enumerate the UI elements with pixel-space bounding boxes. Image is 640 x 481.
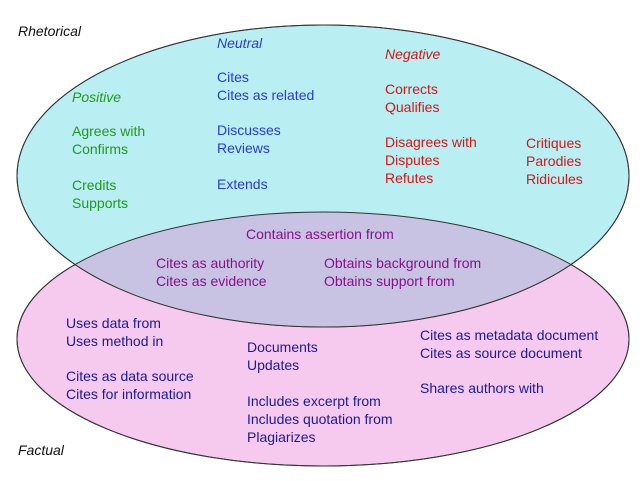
relation-label: Extends [217,176,268,192]
relation-label: Uses data from [66,315,161,331]
relation-label: Refutes [385,170,434,186]
relation-label: Confirms [72,141,129,157]
relation-label: Critiques [526,135,582,151]
relation-label: Uses method in [66,333,164,349]
overlap-left: Cites as authority Cites as evidence [156,254,267,290]
rhetorical-outline [16,24,630,328]
factual-right-1: Cites as metadata document Cites as sour… [420,326,598,362]
relation-label: Disagrees with [385,134,477,150]
relation-label: Qualifies [385,99,440,115]
relation-label: Cites as evidence [156,273,267,289]
relation-label: Reviews [217,140,270,156]
relation-label: Cites as source document [420,345,582,361]
relation-label: Shares authors with [420,380,544,396]
relation-label: Agrees with [72,123,146,139]
neutral-group-3: Extends [217,175,268,193]
relation-label: Disputes [385,152,440,168]
relation-label: Ridicules [526,171,583,187]
relation-label: Plagiarizes [247,429,316,445]
overlap-heading: Contains assertion from [246,226,394,242]
positive-group-2: Credits Supports [72,176,128,212]
negative-group-3: Critiques Parodies Ridicules [526,134,583,188]
relation-label: Cites as data source [66,368,194,384]
negative-group-1: Corrects Qualifies [385,80,439,116]
relation-label: Obtains background from [324,255,482,271]
neutral-heading: Neutral [217,35,263,51]
factual-middle-2: Includes excerpt from Includes quotation… [247,392,393,446]
relation-label: Credits [72,177,117,193]
positive-heading: Positive [72,89,122,105]
neutral-group-2: Discusses Reviews [217,121,281,157]
relation-label: Cites for information [66,386,192,402]
relation-label: Includes quotation from [247,411,393,427]
relation-label: Cites as authority [156,255,265,271]
factual-left-1: Uses data from Uses method in [66,314,163,350]
factual-middle-1: Documents Updates [247,338,318,374]
relation-label: Cites as metadata document [420,327,599,343]
relation-label: Parodies [526,153,582,169]
relation-label: Discusses [217,122,281,138]
relation-label: Includes excerpt from [247,393,381,409]
relation-label: Supports [72,195,129,211]
relation-label: Updates [247,357,300,373]
negative-group-2: Disagrees with Disputes Refutes [385,133,477,187]
relation-label: Corrects [385,81,438,97]
positive-group-1: Agrees with Confirms [72,122,145,158]
factual-right-2: Shares authors with [420,379,544,397]
relation-label: Obtains support from [324,273,455,289]
neutral-group-1: Cites Cites as related [217,68,314,104]
factual-title: Factual [18,442,64,458]
relation-label: Cites [217,69,249,85]
overlap-right: Obtains background from Obtains support … [324,254,481,290]
factual-left-2: Cites as data source Cites for informati… [66,367,194,403]
overlap-region [17,212,629,327]
relation-label: Cites as related [217,87,315,103]
rhetorical-title: Rhetorical [18,23,82,39]
relation-label: Documents [247,339,318,355]
factual-outline [16,211,630,467]
negative-heading: Negative [385,46,441,62]
